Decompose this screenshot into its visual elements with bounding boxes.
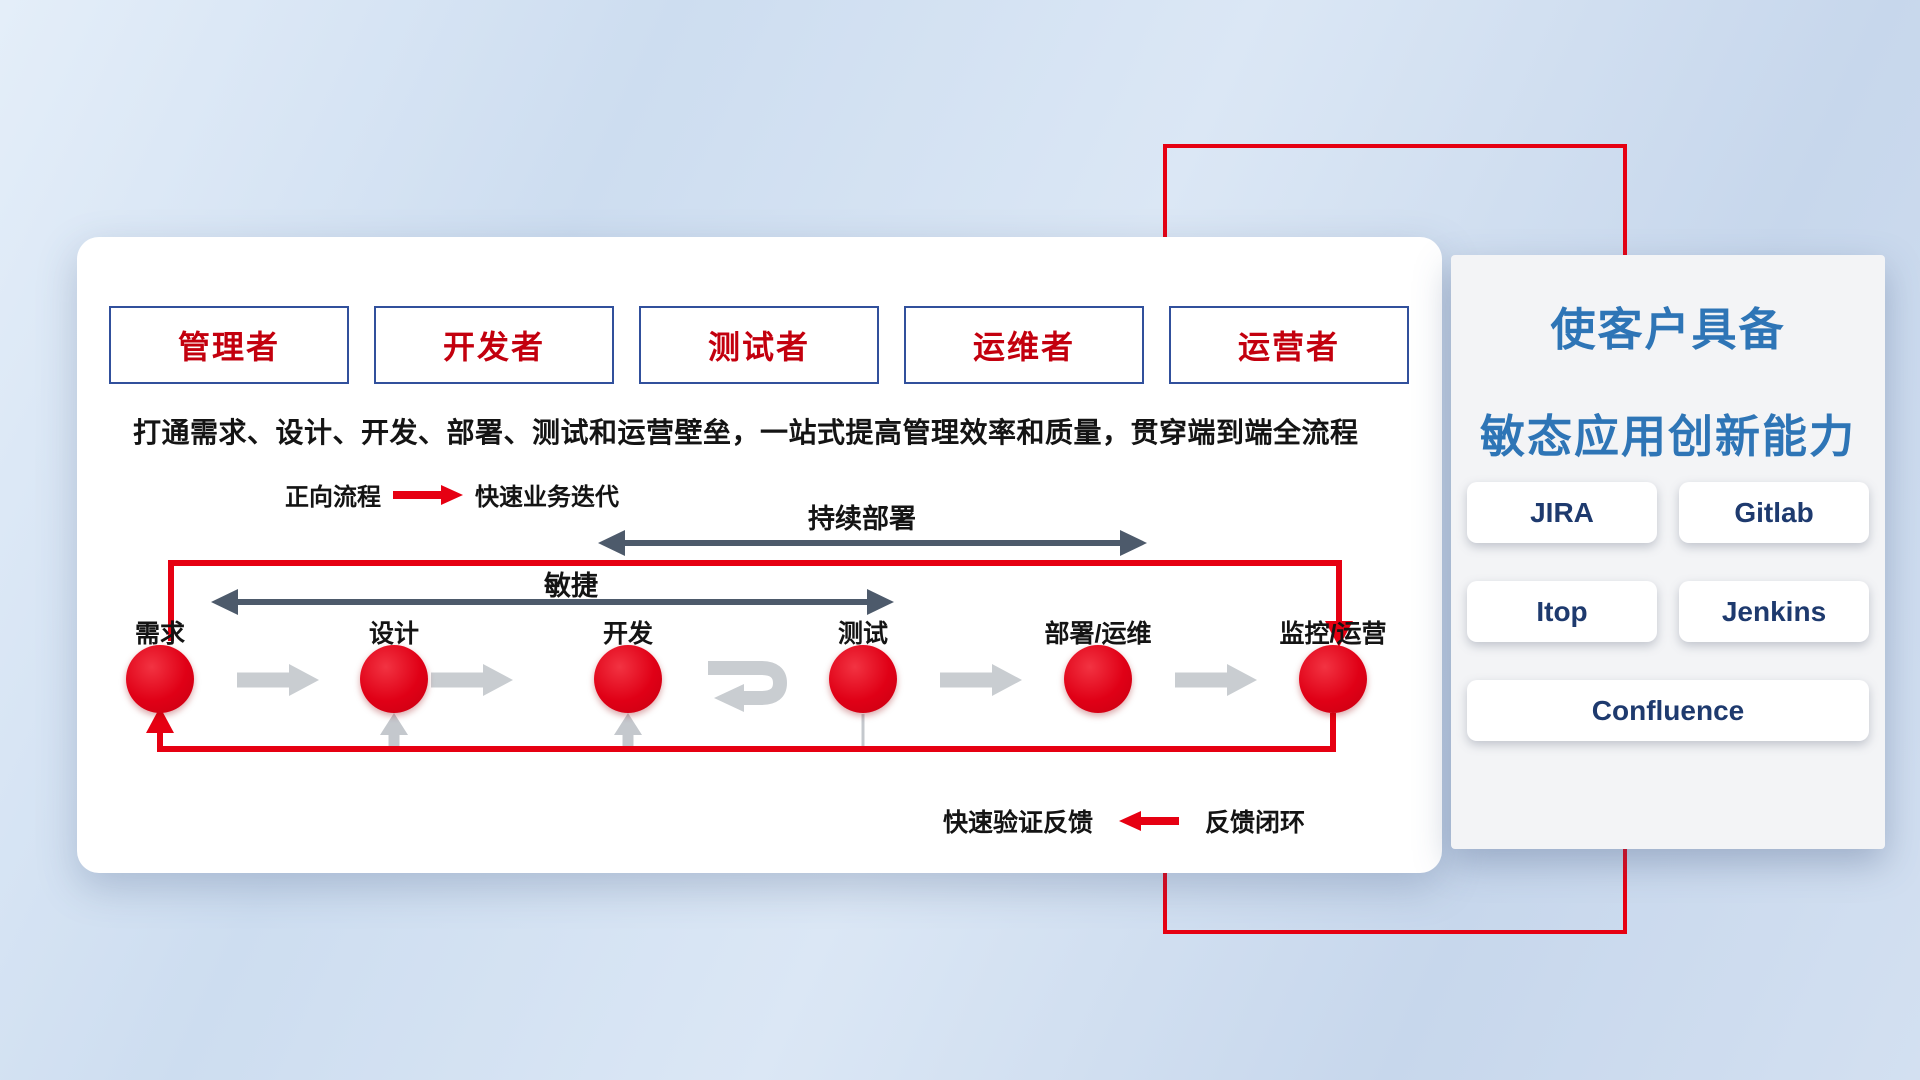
feedback-loop-line: [146, 707, 1336, 752]
continuous-deploy-label: 持续部署: [808, 504, 916, 534]
stage-node-requirements: [126, 645, 194, 713]
agile-label: 敏捷: [544, 571, 598, 601]
feedback-up-arrow-icon: [380, 713, 865, 746]
forward-arrow-icon: [393, 484, 463, 505]
tool-chip-itop: Itop: [1467, 581, 1657, 642]
legend-forward-label: 正向流程: [285, 484, 381, 511]
tool-grid: JIRA Gitlab Itop Jenkins Confluence: [1467, 482, 1869, 741]
legend-forward: 正向流程 快速业务迭代: [285, 477, 619, 512]
tool-chip-confluence: Confluence: [1467, 680, 1869, 741]
workflow-subtitle: 打通需求、设计、开发、部署、测试和运营壁垒，一站式提高管理效率和质量，贯穿端到端…: [133, 417, 1359, 448]
agile-double-arrow-icon: [211, 589, 894, 615]
capability-title-line1: 使客户具备: [1550, 304, 1786, 355]
devops-workflow-panel: 管理者 开发者 测试者 运维者 运营者 打通需求、设计、开发、部署、测试和运营壁…: [77, 237, 1442, 873]
role-label: 测试者: [707, 329, 810, 365]
legend-forward-value: 快速业务迭代: [475, 484, 619, 511]
step-arrow-icon: [237, 664, 1257, 696]
capability-panel: 使客户具备 敏态应用创新能力 JIRA Gitlab Itop Jenkins …: [1451, 255, 1885, 849]
stage-label-design: 设计: [368, 620, 419, 648]
stage-node-testing: [829, 645, 897, 713]
stage-label-testing: 测试: [837, 620, 888, 648]
stage-node-deploy-ops: [1064, 645, 1132, 713]
stage-label-requirements: 需求: [134, 620, 185, 648]
forward-loop-line: [168, 560, 1353, 647]
legend-feedback: 快速验证反馈 反馈闭环: [943, 803, 1305, 839]
iteration-loop-arrow-icon: [708, 661, 788, 712]
capability-title-line2: 敏态应用创新能力: [1479, 411, 1856, 462]
stage-node-design: [360, 645, 428, 713]
role-box-developer: 开发者: [374, 306, 614, 384]
tool-chip-jira: JIRA: [1467, 482, 1657, 543]
role-box-business-operator: 运营者: [1169, 306, 1409, 384]
stage-label-monitor-ops: 监控/运营: [1279, 620, 1387, 648]
role-label: 运营者: [1237, 329, 1340, 365]
continuous-deploy-double-arrow-icon: [598, 530, 1147, 556]
flow-connectors: [146, 530, 1353, 752]
role-box-operations: 运维者: [904, 306, 1144, 384]
stage-label-development: 开发: [602, 620, 653, 648]
role-box-manager: 管理者: [109, 306, 349, 384]
stage-label-deploy-ops: 部署/运维: [1044, 620, 1152, 648]
legend-feedback-label: 快速验证反馈: [943, 809, 1094, 837]
role-label: 开发者: [442, 329, 545, 365]
role-row: 管理者 开发者 测试者 运维者 运营者: [109, 306, 1409, 384]
feedback-arrow-icon: [1119, 811, 1180, 831]
role-label: 运维者: [972, 329, 1075, 365]
stage-node-monitor-ops: [1299, 645, 1367, 713]
role-box-tester: 测试者: [639, 306, 879, 384]
tool-chip-gitlab: Gitlab: [1679, 482, 1869, 543]
stage-node-development: [594, 645, 662, 713]
tool-chip-jenkins: Jenkins: [1679, 581, 1869, 642]
legend-feedback-value: 反馈闭环: [1205, 809, 1306, 837]
role-label: 管理者: [177, 329, 280, 365]
